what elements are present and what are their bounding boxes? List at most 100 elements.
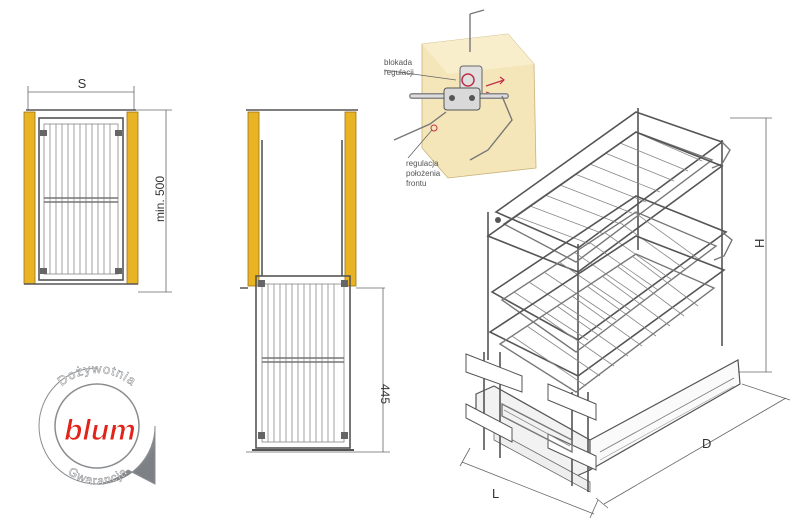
top-view-drawing: S min. 5 (23, 76, 172, 293)
tier-bar (631, 255, 699, 307)
front-bracket-lower (465, 403, 513, 443)
front-bracket-upper (465, 353, 523, 393)
basket-lower-tray (501, 402, 573, 454)
tier-bar (604, 152, 675, 182)
cabinet-side-right (126, 111, 139, 285)
tray-rim (501, 402, 573, 454)
adjust-leader (407, 129, 433, 159)
badge-inner-ring (54, 383, 140, 469)
pin-wire-top (469, 9, 485, 15)
cabinet-side-right (344, 111, 357, 287)
tray-bar (503, 409, 571, 447)
clamp-screw-icon (469, 95, 475, 101)
tier-bar (571, 295, 643, 347)
tier-rim (488, 235, 726, 377)
cabinet-side-left (247, 111, 260, 287)
tier-rim-lower (490, 195, 728, 341)
tier-bar (558, 261, 631, 311)
tier-bar (619, 142, 689, 172)
runner-clip (258, 432, 265, 439)
tier-bar (541, 315, 615, 367)
blum-guarantee-badge: Dożywotnia Gwarancja blum (38, 361, 156, 488)
tier-bar (603, 231, 673, 281)
runner-clip (341, 280, 348, 287)
runner-base (465, 217, 741, 493)
badge-bottom-text: Gwarancja (66, 464, 131, 487)
tier-bar (601, 275, 671, 327)
depth-label: D (702, 436, 711, 451)
adjust-clamp (443, 87, 481, 111)
side-wire (393, 111, 447, 141)
tier-floor (500, 211, 718, 353)
lock-screw-icon (461, 73, 475, 87)
basket-extended-inner (261, 283, 345, 443)
adjust-label-line3: frontu (406, 179, 426, 188)
extended-view-drawing: 445 (240, 109, 392, 453)
tier-bar (529, 205, 605, 235)
tier-bar (511, 335, 587, 387)
tier-bar (556, 305, 629, 357)
basket-top-view (38, 117, 124, 281)
basket-extended (255, 275, 351, 449)
tier-bar (528, 281, 603, 331)
tier-bar (573, 251, 645, 301)
badge-seal (38, 367, 156, 485)
tier-bar (633, 211, 701, 261)
lock-leader (383, 69, 457, 81)
hook-icon (495, 217, 501, 223)
basket-inner-rim (43, 123, 119, 275)
tier-side-wire (711, 141, 731, 169)
tier-bar (618, 221, 687, 271)
cabinet-side-left (23, 111, 36, 285)
depth-dim-ext-front (595, 497, 609, 509)
tier-floor (498, 253, 716, 393)
depth-dim-ext (741, 383, 791, 401)
tier-bar (588, 241, 659, 291)
front-bracket-upper-right (547, 383, 597, 421)
tier-bar (574, 173, 647, 203)
adjust-label-line2: położenia (406, 169, 441, 178)
adjust-label-line1: regulacja (406, 159, 439, 168)
adjust-point-icon (430, 124, 438, 132)
extended-basket-bars (262, 284, 344, 442)
lock-label-line1: blokada (384, 58, 413, 67)
basket-top-view-bars (44, 124, 118, 274)
min-depth-label: min. 500 (153, 176, 167, 222)
tier-bar (513, 291, 589, 341)
clamp-screw-icon (449, 95, 455, 101)
depth-dimension-line (603, 397, 787, 505)
lock-label-line2: regulacji (384, 68, 414, 77)
tier-side-wire (713, 231, 733, 261)
tier-bar (589, 163, 661, 193)
tier-bar (514, 215, 591, 245)
frame-wire (469, 95, 513, 161)
length-dim-ext-left (459, 447, 471, 467)
extension-label: 445 (378, 384, 392, 404)
base-bottom-rail (493, 429, 591, 493)
runner-clip (40, 268, 47, 274)
tier-rim (486, 131, 724, 273)
basket-tier-bottom (488, 235, 726, 393)
wood-block-top (422, 34, 534, 74)
runner-groove (599, 377, 735, 453)
runner-clip (341, 432, 348, 439)
basket-tier-middle (486, 131, 733, 353)
length-dimension-line (461, 461, 595, 515)
tier-bar (526, 325, 601, 377)
length-label: L (492, 486, 499, 501)
adjustment-detail: blokada regulacji regulacja położenia fr… (383, 9, 537, 188)
badge-brand-logo: blum (64, 414, 136, 447)
runner-clip (115, 268, 122, 274)
runner-clip (115, 130, 122, 136)
tier-bar (586, 285, 657, 337)
tier-bar (543, 271, 617, 321)
width-label: S (78, 76, 87, 91)
length-dim-ext-right (589, 499, 599, 519)
tier-bar (559, 184, 633, 214)
height-label: H (752, 239, 767, 248)
runner-clip (40, 130, 47, 136)
runner-rail (589, 359, 741, 472)
tier-bar (616, 265, 685, 317)
isometric-basket-drawing: H D L (459, 108, 791, 519)
